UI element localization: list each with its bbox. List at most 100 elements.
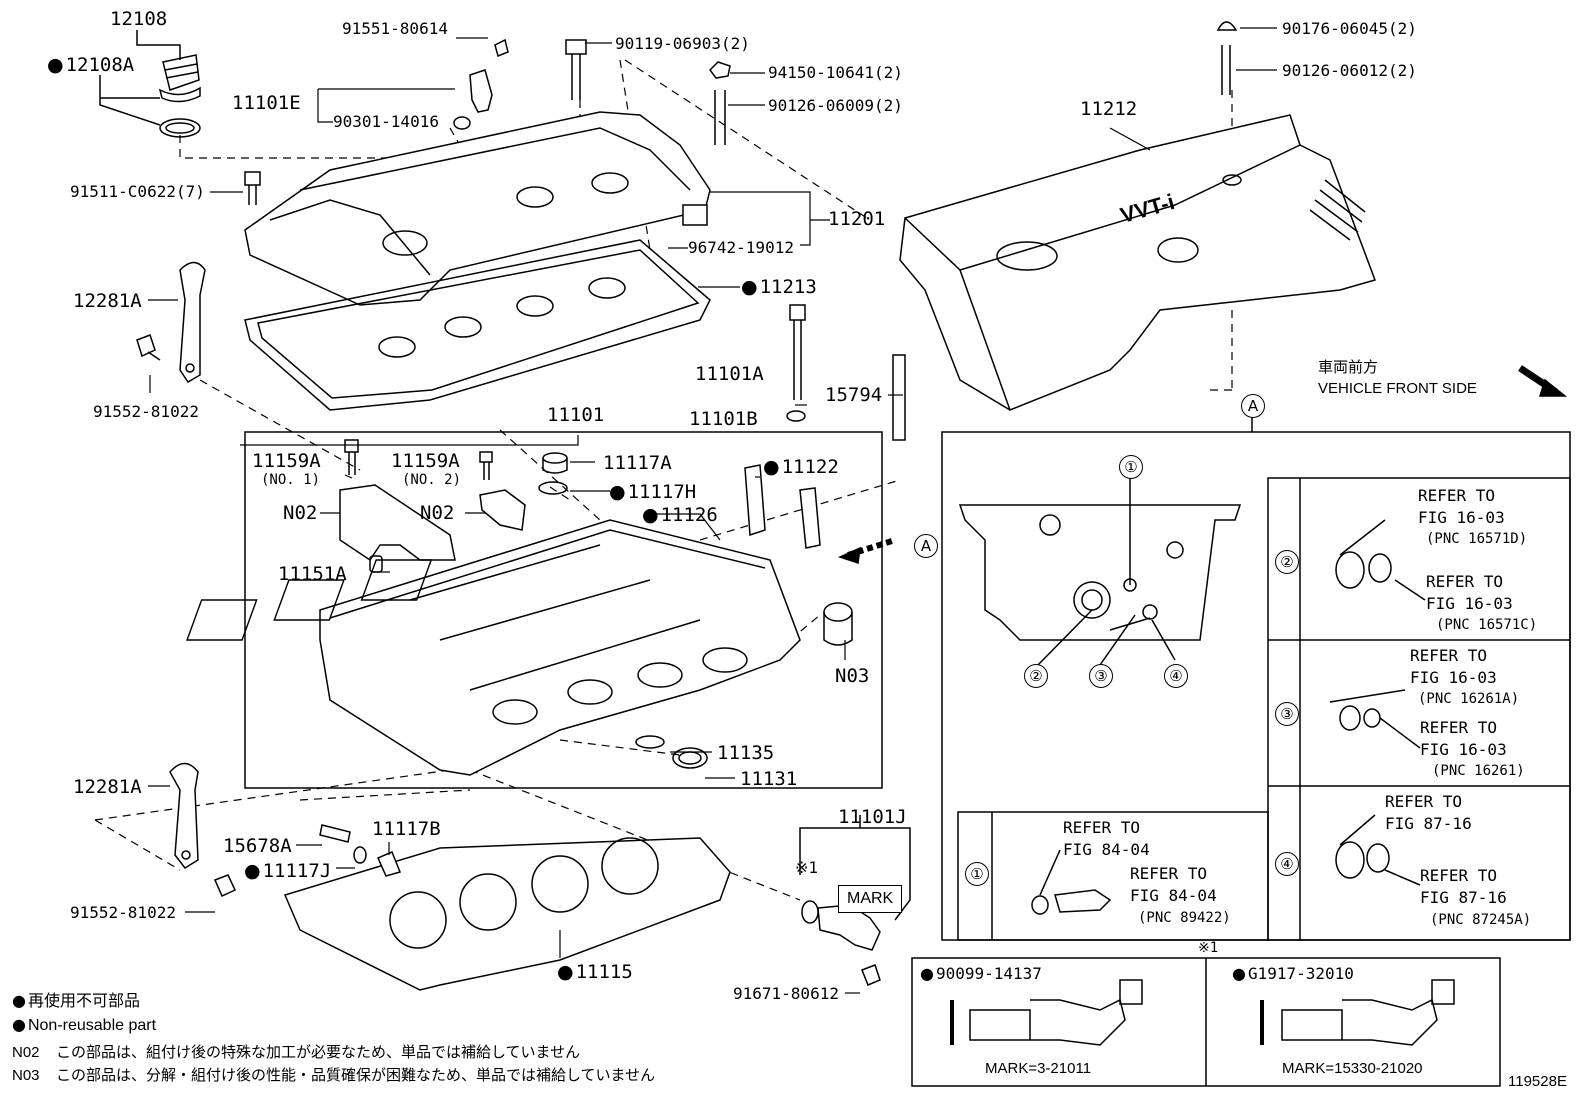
ref-2-num: ② — [1275, 550, 1299, 574]
note1-left-part: 90099-14137 — [920, 964, 1042, 983]
head-gasket — [283, 837, 731, 991]
label-91552-81022-bottom: 91552-81022 — [70, 903, 176, 922]
label-91671-80612: 91671-80612 — [733, 984, 839, 1003]
cam-sensor — [453, 38, 509, 130]
label-11117H: 11117H — [609, 481, 697, 503]
vehicle-front-en: VEHICLE FRONT SIDE — [1318, 380, 1477, 397]
label-11159A-no2-sub: (NO. 2) — [402, 472, 462, 488]
label-90176-06045: 90176-06045(2) — [1282, 19, 1417, 38]
head-assembly-box — [244, 431, 883, 789]
label-11159A-no2: 11159A — [391, 450, 460, 472]
label-N03: N03 — [835, 665, 870, 687]
detail-a-block — [958, 477, 1242, 669]
ref-3-fig-1: FIG 16-03 — [1410, 668, 1497, 687]
ref-4-num: ④ — [1275, 852, 1299, 876]
leader-12108 — [99, 75, 161, 126]
ref-1-refer-2: REFER TO — [1130, 864, 1208, 883]
ref-3-pnc-1: (PNC 16261A) — [1418, 691, 1520, 707]
ref-2-pnc-1: (PNC 16571D) — [1426, 531, 1528, 547]
vehicle-front-jp: 車両前方 — [1318, 359, 1379, 376]
ref-1-num: ① — [965, 862, 989, 886]
legend-n03-code: N03 — [12, 1067, 40, 1084]
cylinder-head — [186, 519, 853, 776]
detail-a-num-4: ④ — [1164, 664, 1188, 688]
ref-4-refer-1: REFER TO — [1385, 792, 1463, 811]
label-12108: 12108 — [110, 8, 168, 30]
ref-1-fig-2: FIG 84-04 — [1130, 886, 1217, 905]
engine-hanger-top — [179, 261, 206, 384]
label-94150-10641: 94150-10641(2) — [768, 63, 903, 82]
ref-3-num: ③ — [1275, 702, 1299, 726]
label-12281A-top: 12281A — [73, 290, 142, 312]
label-11117A: 11117A — [603, 452, 672, 474]
label-11101A: 11101A — [695, 363, 764, 385]
label-90126-06012: 90126-06012(2) — [1282, 61, 1417, 80]
label-91551-80614: 91551-80614 — [342, 19, 448, 38]
label-leaders — [148, 27, 1277, 994]
label-11201: 11201 — [828, 208, 886, 230]
valve-guides — [744, 464, 821, 549]
label-11117B: 11117B — [372, 818, 441, 840]
front-arrow-head — [1538, 378, 1568, 397]
legend-n02-text: この部品は、組付け後の特殊な加工が必要なため、単品では補給していません — [56, 1044, 581, 1061]
detail-a-num-2: ② — [1024, 664, 1048, 688]
label-N02-2: N02 — [420, 502, 455, 524]
studs — [136, 21, 1238, 361]
leader-11101J — [799, 827, 911, 921]
legend-n02-code: N02 — [12, 1044, 40, 1061]
ref-1-fig-1: FIG 84-04 — [1063, 840, 1150, 859]
label-11135: 11135 — [717, 742, 775, 764]
note1-right-mark: MARK=15330-21020 — [1282, 1060, 1423, 1077]
label-90301-14016: 90301-14016 — [333, 112, 439, 131]
note1-left-mark: MARK=3-21011 — [985, 1060, 1092, 1077]
screw-plug — [538, 452, 568, 495]
ref-2-refer-1: REFER TO — [1418, 486, 1496, 505]
detail-a-marker: A — [1241, 394, 1265, 418]
ref-4-refer-2: REFER TO — [1420, 866, 1498, 885]
label-11131: 11131 — [740, 768, 798, 790]
ref-1-refer-1: REFER TO — [1063, 818, 1141, 837]
label-12281A-bottom: 12281A — [73, 776, 142, 798]
label-11117J: 11117J — [244, 860, 332, 882]
oil-filler-cap — [158, 54, 201, 138]
detail-a-num-1: ① — [1119, 455, 1143, 479]
label-note1-marker: ※1 — [795, 858, 819, 877]
cylinder-head-cover — [244, 111, 711, 306]
ref-4-fig-1: FIG 87-16 — [1385, 814, 1472, 833]
label-11101: 11101 — [547, 404, 605, 426]
figure-id: 119528E — [1508, 1073, 1567, 1090]
label-11159A-no1: 11159A — [252, 450, 321, 472]
label-N02-1: N02 — [283, 502, 318, 524]
mark-tag: MARK — [838, 885, 903, 913]
label-11213: 11213 — [741, 276, 817, 298]
label-90119-06903: 90119-06903(2) — [615, 34, 750, 53]
view-a-marker: A — [914, 534, 938, 558]
label-12108A: 12108A — [47, 54, 135, 76]
ref-3-fig-2: FIG 16-03 — [1420, 740, 1507, 759]
label-11122: 11122 — [763, 456, 839, 478]
label-91552-81022-top: 91552-81022 — [93, 402, 199, 421]
note1-box — [911, 957, 1501, 1087]
ref-2-refer-2: REFER TO — [1426, 572, 1504, 591]
label-11101B: 11101B — [689, 408, 758, 430]
label-96742-19012: 96742-19012 — [688, 238, 794, 257]
detail-a-sketches — [1031, 519, 1426, 915]
legend-n03-text: この部品は、分解・組付け後の性能・品質確保が困難なため、単品では補給していません — [56, 1067, 656, 1084]
ref-2-pnc-2: (PNC 16571C) — [1436, 617, 1538, 633]
stud-15794 — [892, 354, 906, 441]
label-90126-06009: 90126-06009(2) — [768, 96, 903, 115]
engine-cover — [899, 114, 1376, 411]
ref-4-fig-2: FIG 87-16 — [1420, 888, 1507, 907]
note1-title: ※1 — [1198, 940, 1219, 956]
label-11212: 11212 — [1080, 98, 1138, 120]
label-11151A: 11151A — [278, 563, 347, 585]
head-cover-gasket — [244, 239, 711, 411]
bolt-15678A — [319, 824, 402, 877]
detail-a-ref-frames — [957, 477, 1571, 941]
label-11101J: 11101J — [838, 806, 907, 828]
legend-nonreusable-en: Non-reusable part — [12, 1014, 156, 1037]
engine-hanger-bottom — [169, 762, 236, 898]
ref-3-refer-2: REFER TO — [1420, 718, 1498, 737]
